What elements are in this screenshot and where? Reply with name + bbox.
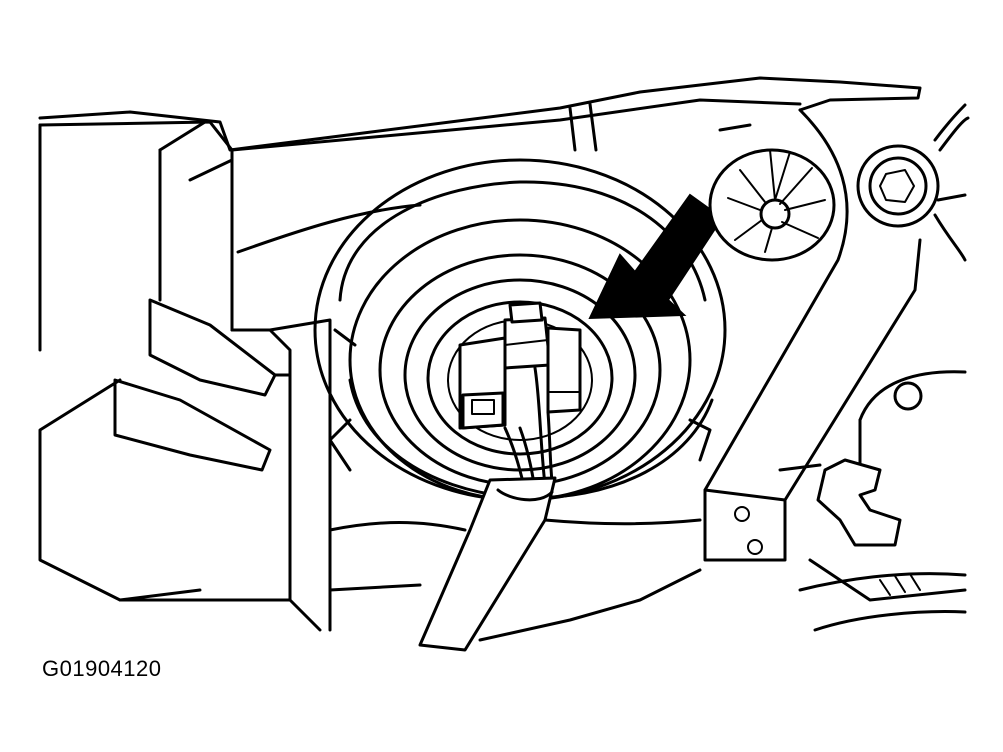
- upper-housing: [38, 76, 922, 254]
- radial-fastener: [708, 148, 836, 262]
- left-bracket: [38, 120, 332, 632]
- pointer-arrow: [588, 193, 724, 320]
- lower-housing: [328, 518, 702, 642]
- lower-right-mechanism: [778, 370, 967, 632]
- figure-code: G01904120: [42, 656, 162, 681]
- right-bracket: [703, 108, 922, 562]
- electrical-connector: [458, 301, 582, 430]
- wiring-harness: [418, 366, 557, 652]
- right-cable: [933, 103, 970, 262]
- bolt-head: [856, 144, 940, 228]
